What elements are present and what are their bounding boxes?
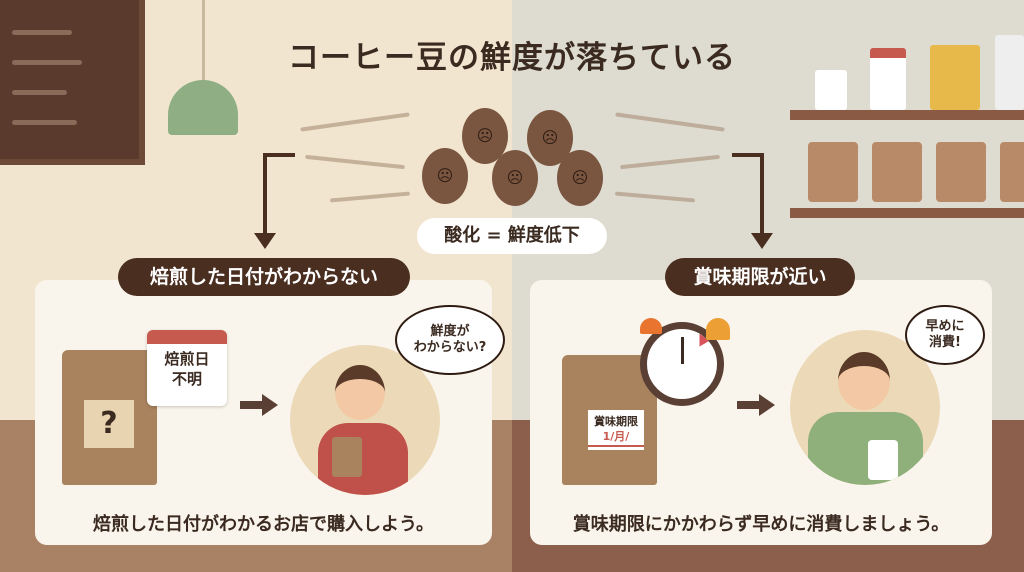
expiry-label-date: 1/月/ [588,429,644,447]
left-heading: 焙煎した日付がわからない [118,258,410,296]
left-caption: 焙煎した日付がわかるお店で購入しよう。 [93,514,434,535]
menu-board [0,0,145,165]
arrow-left-line [263,153,267,235]
thought-bubble: 鮮度が わからない? [395,305,505,375]
bell-icon [640,318,662,334]
coffee-bag-icon [1000,142,1024,202]
right-heading: 賞味期限が近い [665,258,855,296]
thought-text: 消費! [929,335,961,350]
thought-bubble: 早めに 消費! [905,305,985,365]
arrow-right-line [760,153,764,235]
shelf [790,208,1024,218]
coffee-bag-icon [936,142,986,202]
question-mark: ? [84,400,134,448]
sad-bean-icon: ☹ [492,150,538,206]
thought-text: わからない? [413,340,487,355]
coffee-bag-icon: ? [62,350,157,485]
shelf [790,110,1024,120]
oxidation-label: 酸化 = 鮮度低下 [417,218,607,254]
arrow-down-icon [751,233,773,249]
page-title: コーヒー豆の鮮度が落ちている [288,40,736,76]
right-caption: 賞味期限にかかわらず早めに消費しましょう。 [572,514,950,535]
cup-icon [870,48,906,110]
calendar-icon: 焙煎日 不明 [147,330,227,406]
arrow-down-icon [254,233,276,249]
expiry-label: 賞味期限 1/月/ [588,410,644,450]
thought-text: 早めに [925,318,965,334]
coffee-bag-icon [808,142,858,202]
bell-icon [706,318,730,340]
arrow-right-icon [240,394,280,416]
coffee-bag-icon [872,142,922,202]
happy-customer-illustration [790,330,940,485]
cup-icon [815,70,847,110]
calendar-line: 不明 [171,369,202,388]
sad-bean-icon: ☹ [557,150,603,206]
calendar-line: 焙煎日 [164,350,210,368]
confused-customer-illustration [290,345,440,495]
coffee-bag-icon [930,45,980,110]
lamp-cord [202,0,205,82]
jar-icon [995,35,1024,110]
arrow-right-icon [737,394,777,416]
lamp-icon [168,80,238,135]
expiry-label-title: 賞味期限 [594,415,638,428]
arrow-left-line [263,153,295,157]
arrow-right-line [732,153,764,157]
thought-text: 鮮度が [430,323,470,339]
sad-bean-icon: ☹ [422,148,468,204]
